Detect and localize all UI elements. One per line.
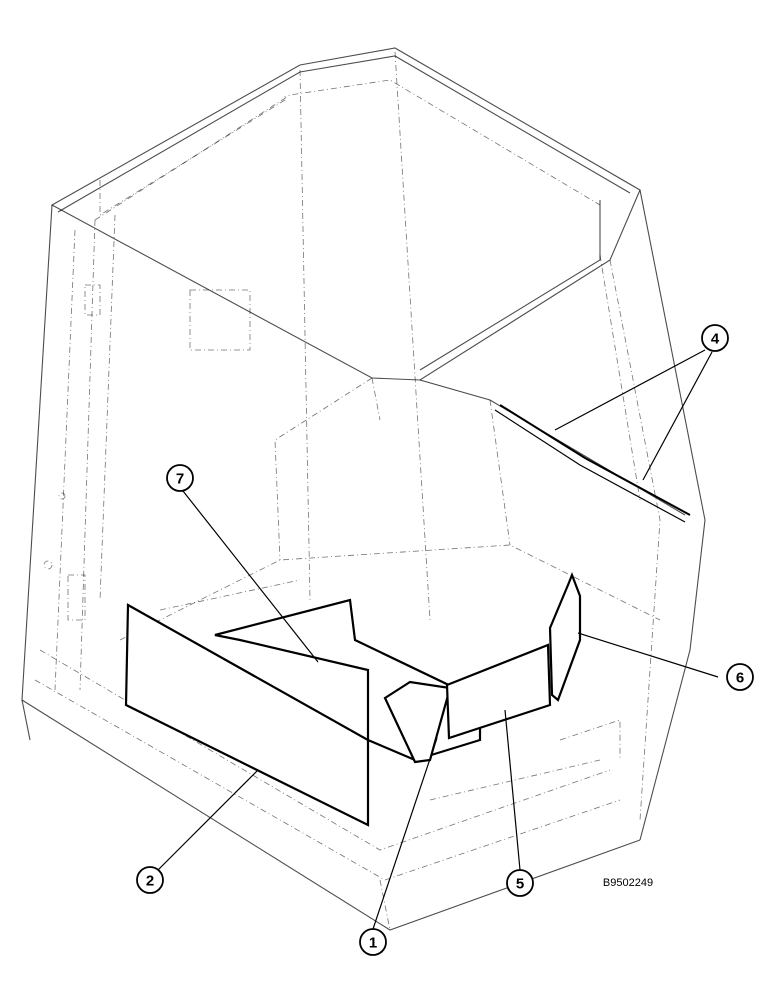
panel-5 xyxy=(445,643,552,740)
callout-4: 4 xyxy=(701,324,729,352)
callout-5: 5 xyxy=(506,869,534,897)
callout-2-label: 2 xyxy=(146,873,154,890)
callout-4-label: 4 xyxy=(711,331,720,348)
callout-7-label: 7 xyxy=(176,471,184,488)
panel-6 xyxy=(548,571,582,702)
panel-2 xyxy=(124,603,370,827)
cab-frame-outline xyxy=(21,47,706,931)
callout-7: 7 xyxy=(166,464,194,492)
callout-6: 6 xyxy=(726,663,754,691)
callout-1: 1 xyxy=(359,928,387,956)
leader-lines xyxy=(157,349,719,930)
panels xyxy=(124,571,582,827)
callout-6-label: 6 xyxy=(736,670,744,687)
callout-5-label: 5 xyxy=(516,876,524,893)
panel-1 xyxy=(383,680,452,764)
callout-1-label: 1 xyxy=(369,935,377,952)
callout-2: 2 xyxy=(136,866,164,894)
drawing-code: B9502249 xyxy=(603,877,653,889)
